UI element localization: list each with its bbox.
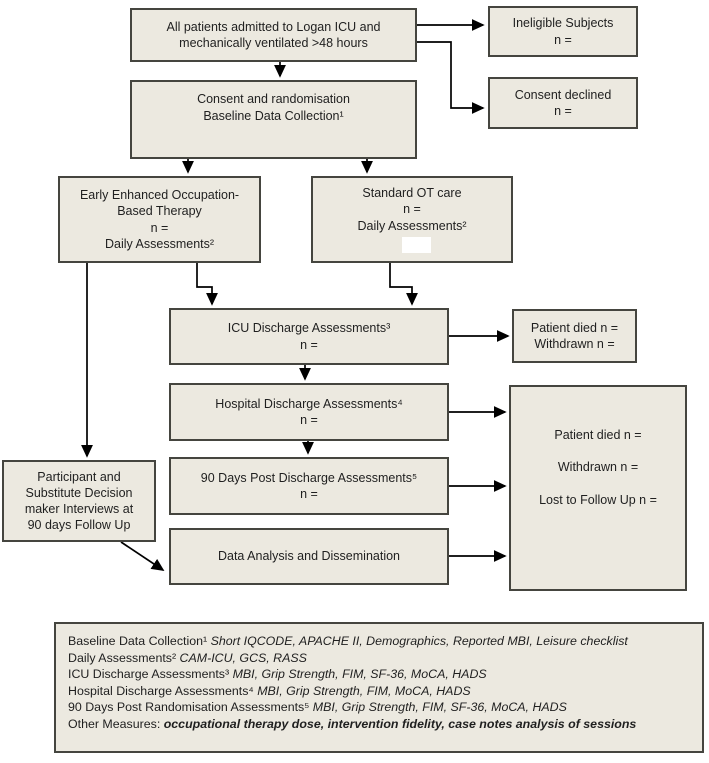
footnote-detail: MBI, Grip Strength, FIM, MoCA, HADS bbox=[253, 683, 471, 698]
box-hospital-line: n = bbox=[300, 413, 318, 427]
footnote-detail: occupational therapy dose, intervention … bbox=[160, 717, 637, 732]
box-ineligible-subjects: Ineligible Subjects n = bbox=[488, 6, 638, 57]
box-followup-outcomes: Patient died n = Withdrawn n = Lost to F… bbox=[509, 385, 687, 591]
footnote-other-measures: Other Measures: occupational therapy dos… bbox=[68, 716, 690, 733]
box-early-line: Early Enhanced Occupation- bbox=[79, 188, 240, 202]
arrow-participant-to-analysis bbox=[120, 541, 165, 571]
box-followup-outcomes-line: Lost to Follow Up n = bbox=[539, 492, 657, 507]
box-standard-line: Daily Assessments² bbox=[357, 218, 467, 233]
arrow-standard-to-icu bbox=[389, 263, 418, 306]
box-90days-line: n = bbox=[300, 487, 318, 501]
box-participant-line: Participant and bbox=[37, 470, 121, 484]
arrow-early-to-icu bbox=[196, 263, 218, 306]
box-early-line: n = bbox=[150, 220, 169, 235]
box-all-patients-line: All patients admitted to Logan ICU and bbox=[166, 19, 381, 34]
box-followup-outcomes-line: Withdrawn n = bbox=[557, 460, 639, 475]
box-90days-line: 90 Days Post Discharge Assessments⁵ bbox=[200, 470, 418, 485]
footnote-label: Hospital Discharge Assessments⁴ bbox=[68, 683, 254, 698]
box-consent-declined: Consent declined n = bbox=[488, 77, 638, 129]
box-died-withdrawn: Patient died n = Withdrawn n = bbox=[512, 309, 637, 363]
box-consent-declined-line: Consent declined bbox=[514, 87, 612, 102]
footnote-detail: MBI, Grip Strength, FIM, SF-36, MoCA, HA… bbox=[229, 667, 487, 682]
box-died-withdrawn-line: Withdrawn n = bbox=[534, 337, 615, 351]
box-early-line: Based Therapy bbox=[117, 204, 202, 219]
box-all-patients-line: mechanically ventilated >48 hours bbox=[179, 36, 368, 50]
box-consent-randomisation: Consent and randomisation Baseline Data … bbox=[130, 80, 417, 159]
box-consent-declined-line: n = bbox=[554, 104, 572, 118]
footnote-hospital: Hospital Discharge Assessments⁴ MBI, Gri… bbox=[68, 683, 690, 700]
footnote-label: Baseline Data Collection¹ bbox=[68, 634, 208, 648]
box-consent-line: Consent and randomisation bbox=[197, 92, 350, 107]
footnote-detail: MBI, Grip Strength, FIM, SF-36, MoCA, HA… bbox=[309, 700, 567, 715]
box-all-patients: All patients admitted to Logan ICU and m… bbox=[130, 8, 417, 62]
arrow-patients-to-consent-declined bbox=[417, 41, 485, 114]
box-consent-line: Baseline Data Collection¹ bbox=[203, 108, 344, 123]
box-standard-line: n = bbox=[403, 202, 421, 217]
box-hospital-line: Hospital Discharge Assessments⁴ bbox=[215, 396, 403, 411]
box-standard-line: Standard OT care bbox=[362, 186, 462, 201]
footnote-label: Other Measures: bbox=[68, 717, 161, 732]
box-ineligible-line: Ineligible Subjects bbox=[512, 16, 614, 31]
box-followup-outcomes-line: Patient died n = bbox=[554, 428, 642, 442]
box-participant-interviews: Participant and Substitute Decision make… bbox=[2, 460, 156, 542]
footnote-label: ICU Discharge Assessments³ bbox=[68, 667, 230, 682]
box-data-analysis-line: Data Analysis and Dissemination bbox=[217, 549, 401, 564]
box-icu-line: ICU Discharge Assessments³ bbox=[227, 321, 391, 336]
whiteout-patch bbox=[402, 237, 431, 253]
box-participant-line: 90 days Follow Up bbox=[27, 518, 131, 532]
footnote-daily: Daily Assessments² CAM-ICU, GCS, RASS bbox=[68, 650, 690, 667]
footnote-baseline: Baseline Data Collection¹ Short IQCODE, … bbox=[68, 633, 690, 650]
footnote-label: Daily Assessments² bbox=[68, 650, 177, 665]
footnote-detail: Short IQCODE, APACHE II, Demographics, R… bbox=[207, 634, 628, 648]
box-participant-line: maker Interviews at bbox=[24, 502, 134, 516]
footnote-90days: 90 Days Post Randomisation Assessments⁵ … bbox=[68, 699, 690, 716]
box-90-days-post-discharge: 90 Days Post Discharge Assessments⁵ n = bbox=[169, 457, 449, 515]
box-early-enhanced-therapy: Early Enhanced Occupation- Based Therapy… bbox=[58, 176, 261, 263]
footnote-detail: CAM-ICU, GCS, RASS bbox=[176, 650, 307, 665]
box-data-analysis: Data Analysis and Dissemination bbox=[169, 528, 449, 585]
box-early-line: Daily Assessments² bbox=[104, 236, 215, 251]
box-participant-line: Substitute Decision bbox=[25, 486, 133, 500]
box-died-withdrawn-line: Patient died n = bbox=[530, 320, 619, 335]
box-icu-line: n = bbox=[300, 337, 318, 352]
footnotes-box: Baseline Data Collection¹ Short IQCODE, … bbox=[54, 622, 704, 753]
footnote-icu: ICU Discharge Assessments³ MBI, Grip Str… bbox=[68, 666, 690, 683]
footnote-label: 90 Days Post Randomisation Assessments⁵ bbox=[68, 700, 310, 715]
box-hospital-discharge-assessments: Hospital Discharge Assessments⁴ n = bbox=[169, 383, 449, 441]
box-icu-discharge-assessments: ICU Discharge Assessments³ n = bbox=[169, 308, 449, 365]
box-ineligible-line: n = bbox=[554, 32, 572, 47]
